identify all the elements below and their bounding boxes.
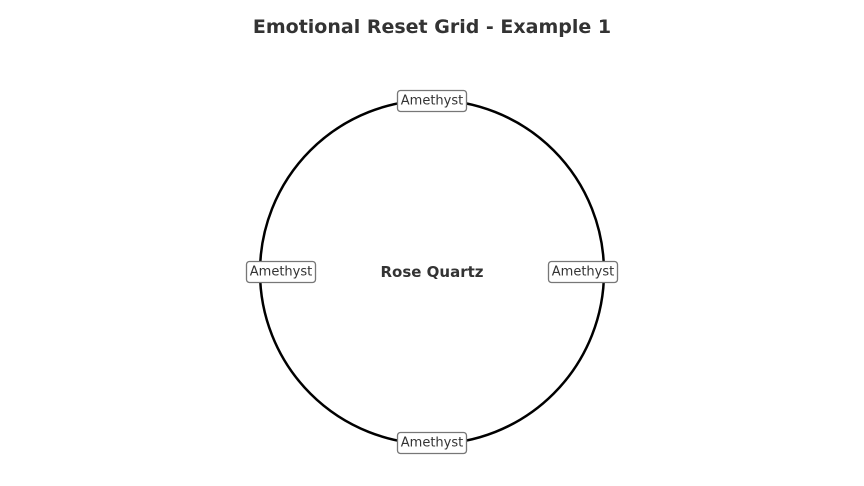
stone-node-label: Amethyst bbox=[250, 265, 312, 280]
stone-node-box bbox=[396, 89, 468, 113]
stone-node-top: Amethyst bbox=[396, 89, 468, 113]
center-stone-label: Rose Quartz bbox=[380, 263, 483, 281]
stone-node-label: Amethyst bbox=[401, 94, 463, 109]
stone-node-label: Amethyst bbox=[401, 436, 463, 451]
stone-node-left: Amethyst bbox=[245, 260, 317, 284]
stone-node-box bbox=[547, 260, 619, 284]
stone-node-bottom: Amethyst bbox=[396, 431, 468, 455]
stone-node-label: Amethyst bbox=[552, 265, 614, 280]
diagram-title: Emotional Reset Grid - Example 1 bbox=[252, 16, 612, 38]
stone-node-box bbox=[245, 260, 317, 284]
stone-node-right: Amethyst bbox=[547, 260, 619, 284]
stone-node-box bbox=[396, 431, 468, 455]
